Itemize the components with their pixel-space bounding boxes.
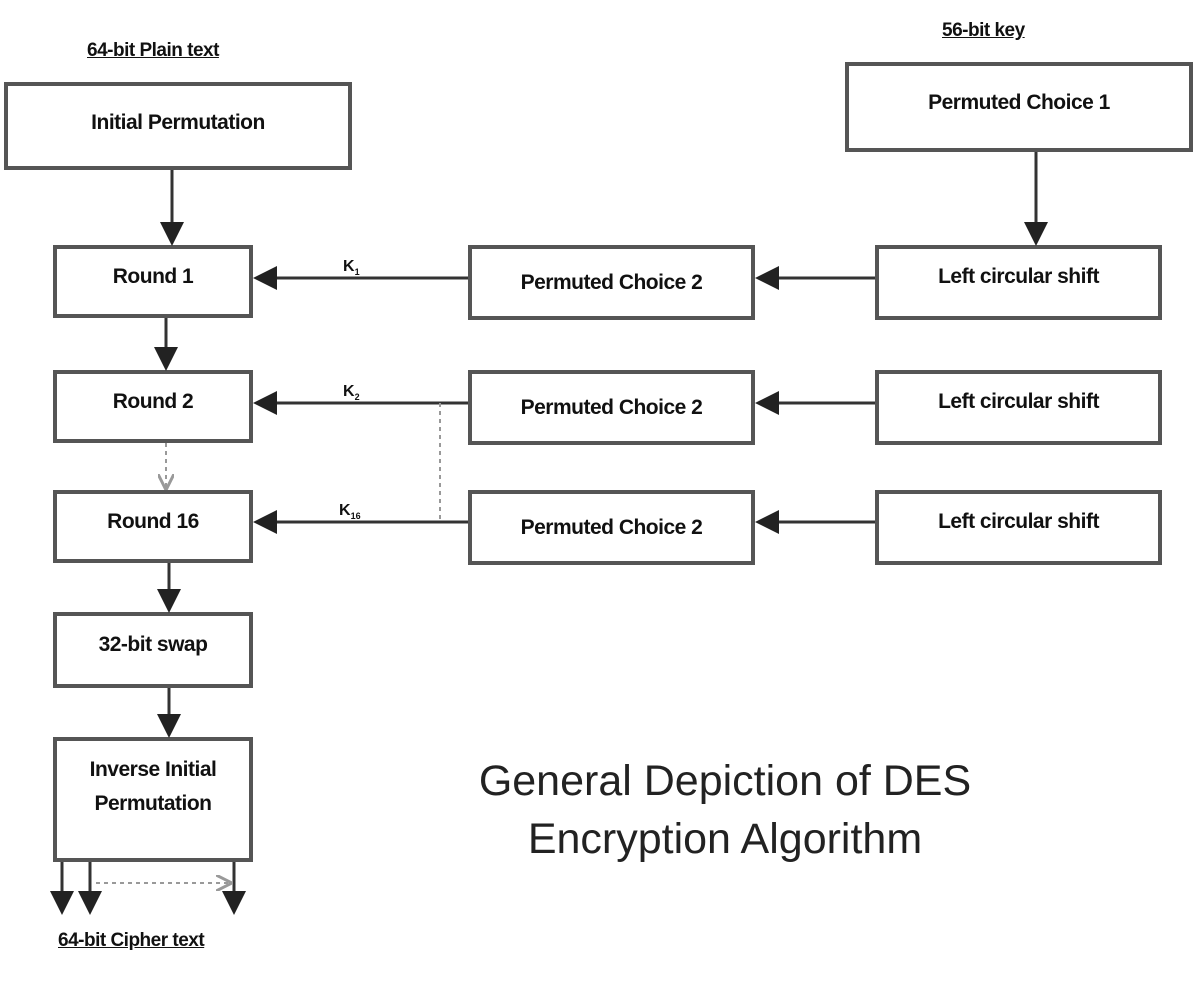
left-circular-shift-box-16: Left circular shift [875,490,1162,565]
round-2-box: Round 2 [53,370,253,443]
ciphertext-label: 64-bit Cipher text [58,930,205,951]
left-circular-shift-text: Left circular shift [938,389,1099,413]
diagram-title: General Depiction of DES Encryption Algo… [430,752,1020,868]
plaintext-label: 64-bit Plain text [87,40,219,61]
initial-permutation-box: Initial Permutation [4,82,352,170]
round-16-text: Round 16 [107,509,199,533]
round-2-text: Round 2 [112,389,194,413]
initial-permutation-text: Initial Permutation [91,111,265,134]
permuted-choice-2-text: Permuted Choice 2 [520,515,703,539]
subkey-k1-label: K1 [343,258,360,278]
permuted-choice-1-box: Permuted Choice 1 [845,62,1193,152]
round-16-box: Round 16 [53,490,253,563]
left-circular-shift-text: Left circular shift [938,264,1099,288]
round-1-text: Round 1 [112,264,194,288]
permuted-choice-2-box-1: Permuted Choice 2 [468,245,755,320]
permuted-choice-1-text: Permuted Choice 1 [928,91,1110,114]
swap-text: 32-bit swap [98,633,208,656]
inverse-initial-permutation-text: Inverse Initial Permutation [89,758,217,815]
round-1-box: Round 1 [53,245,253,318]
permuted-choice-2-box-2: Permuted Choice 2 [468,370,755,445]
permuted-choice-2-text: Permuted Choice 2 [520,270,703,294]
permuted-choice-2-text: Permuted Choice 2 [520,395,703,419]
permuted-choice-2-box-16: Permuted Choice 2 [468,490,755,565]
title-line-1: General Depiction of DES [478,757,972,805]
subkey-k16-label: K16 [339,502,361,522]
left-circular-shift-box-2: Left circular shift [875,370,1162,445]
subkey-k2-label: K2 [343,383,360,403]
title-line-2: Encryption Algorithm [527,815,923,863]
inverse-initial-permutation-box: Inverse Initial Permutation [53,737,253,862]
key-label: 56-bit key [942,20,1025,41]
left-circular-shift-box-1: Left circular shift [875,245,1162,320]
left-circular-shift-text: Left circular shift [938,509,1099,533]
swap-box: 32-bit swap [53,612,253,688]
